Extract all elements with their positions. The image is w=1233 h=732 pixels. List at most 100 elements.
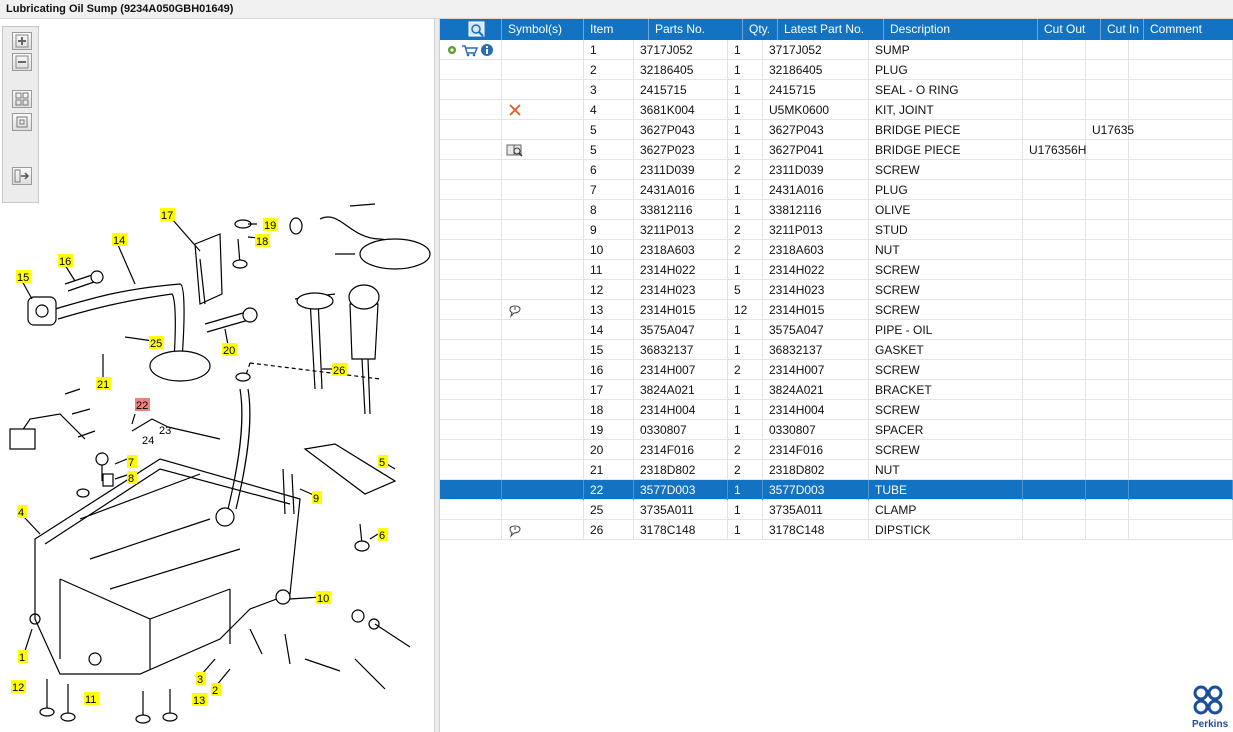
- callout-label-22[interactable]: 22: [136, 400, 148, 412]
- callout-box-17[interactable]: [160, 208, 175, 221]
- callout-box-7[interactable]: [127, 455, 137, 468]
- fit-page-button[interactable]: [12, 90, 32, 108]
- callout-label-11[interactable]: 11: [85, 694, 96, 706]
- callout-label-19[interactable]: 19: [264, 220, 276, 232]
- callout-box-6[interactable]: [378, 528, 388, 541]
- cell-comment: [1129, 80, 1233, 100]
- callout-box-16[interactable]: [58, 254, 73, 267]
- symbol-cell: [502, 200, 584, 220]
- callout-box-11[interactable]: [84, 692, 99, 705]
- callout-box-15[interactable]: [16, 270, 31, 283]
- col-header-item[interactable]: Item: [584, 19, 649, 40]
- callout-label-26[interactable]: 26: [333, 365, 345, 377]
- callout-label-3[interactable]: 3: [197, 674, 203, 686]
- callout-label-6[interactable]: 6: [379, 530, 385, 542]
- callout-label-20[interactable]: 20: [223, 345, 235, 357]
- col-header-qty[interactable]: Qty.: [743, 19, 778, 40]
- callout-label-8[interactable]: 8: [128, 473, 134, 485]
- callout-box-18[interactable]: [255, 234, 270, 247]
- callout-box-25[interactable]: [149, 336, 164, 349]
- callout-label-24[interactable]: 24: [142, 435, 154, 447]
- callout-box-12[interactable]: [11, 680, 26, 693]
- callout-label-13[interactable]: 13: [193, 695, 205, 707]
- info-icon[interactable]: [480, 43, 494, 57]
- col-header-latest-part-no[interactable]: Latest Part No.: [778, 19, 884, 40]
- cell-item: 1: [584, 40, 634, 60]
- callout-box-22[interactable]: [135, 398, 150, 411]
- callout-label-5[interactable]: 5: [379, 457, 385, 469]
- callout-box-13[interactable]: [192, 693, 207, 706]
- callout-label-2[interactable]: 2: [212, 685, 218, 697]
- actual-size-button[interactable]: [12, 113, 32, 131]
- gear-icon[interactable]: [445, 43, 459, 57]
- callout-label-17[interactable]: 17: [161, 210, 173, 222]
- callout-box-5[interactable]: [378, 455, 388, 468]
- find-icon[interactable]: [468, 21, 486, 37]
- callout-box-9[interactable]: [312, 491, 322, 504]
- cell-qty: 2: [728, 360, 763, 380]
- cart-icon[interactable]: [461, 43, 479, 57]
- callout-label-21[interactable]: 21: [97, 379, 109, 391]
- pane-splitter[interactable]: [434, 19, 440, 732]
- callout-label-4[interactable]: 4: [18, 507, 24, 519]
- zoom-in-button[interactable]: [12, 32, 32, 50]
- callout-label-23[interactable]: 23: [159, 425, 171, 437]
- callout-box-26[interactable]: [332, 363, 347, 376]
- callout-label-1[interactable]: 1: [19, 652, 25, 664]
- header-tools-cell[interactable]: [440, 19, 502, 40]
- callout-box-8[interactable]: [127, 471, 137, 484]
- callout-box-1[interactable]: [18, 650, 28, 663]
- callout-box-21[interactable]: [96, 377, 111, 390]
- col-header-parts-no[interactable]: Parts No.: [649, 19, 743, 40]
- callout-label-10[interactable]: 10: [317, 593, 329, 605]
- col-header-description[interactable]: Description: [884, 19, 1038, 40]
- callout-box-19[interactable]: [263, 218, 278, 231]
- callout-label-14[interactable]: 14: [113, 235, 125, 247]
- col-header-cut-out[interactable]: Cut Out: [1038, 19, 1101, 40]
- callout-label-15[interactable]: 15: [17, 272, 29, 284]
- callout-label-9[interactable]: 9: [313, 493, 319, 505]
- callout-box-4[interactable]: [17, 505, 27, 518]
- callout-box-10[interactable]: [316, 591, 331, 604]
- col-header-symbols[interactable]: Symbol(s): [502, 19, 584, 40]
- col-header-comment[interactable]: Comment: [1150, 22, 1203, 36]
- callout-label-12[interactable]: 12: [12, 682, 24, 694]
- zoom-out-button[interactable]: [12, 53, 32, 71]
- export-button[interactable]: [12, 167, 32, 185]
- callout-box-20[interactable]: [222, 343, 237, 356]
- callout-label-16[interactable]: 16: [59, 256, 71, 268]
- callout-box-3[interactable]: [196, 672, 206, 685]
- callout-label-7[interactable]: 7: [128, 457, 134, 469]
- callout-label-18[interactable]: 18: [256, 236, 268, 248]
- callout-label-25[interactable]: 25: [150, 338, 162, 350]
- callout-box-2[interactable]: [211, 683, 221, 696]
- col-header-cut-in[interactable]: Cut In: [1101, 19, 1144, 40]
- callout-box-14[interactable]: [112, 233, 127, 246]
